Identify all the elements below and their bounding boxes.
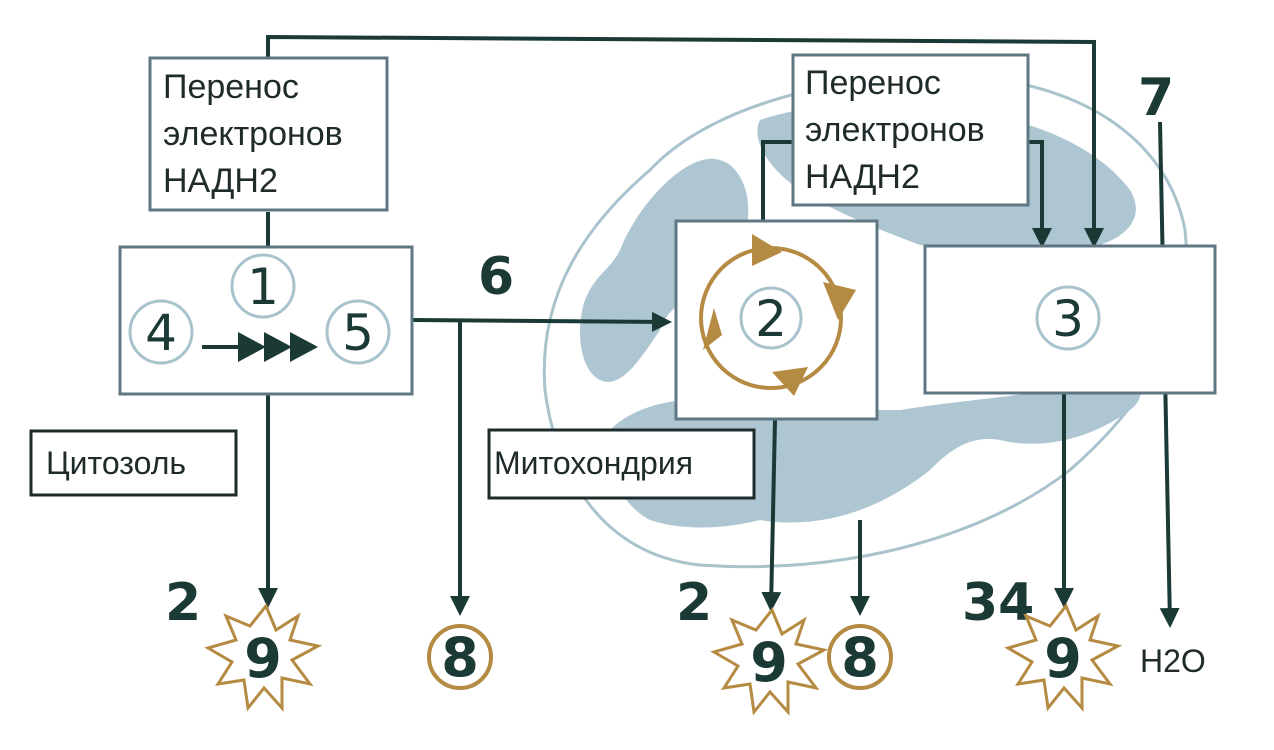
stage-3-label: 3 [1052,290,1084,348]
atp-star-1: 9 [204,603,323,712]
transfer-right-line1: Перенос [805,64,941,102]
co2-symbol-1: 8 [441,626,479,689]
co2-circle-2: 8 [827,624,893,690]
stage-1-circle [230,253,296,319]
mitochondria-label-box: Митохондрия [487,428,756,500]
pyruvate-to-krebs-arrow [412,311,672,332]
stage-4-label: 4 [145,304,177,362]
mitochondrion-cristae-mid [820,420,900,480]
transfer-box-right: Перенос электронов НАДН2 [791,53,1030,207]
krebs-atp-arrow [761,419,782,612]
krebs-atp-count: 2 [676,573,712,633]
transfer-left-to-chain-line [266,34,1104,248]
stage-1-label: 1 [247,258,279,316]
cytosol-label: Цитозоль [46,445,186,481]
stage-6-label: 6 [478,247,514,307]
atp-symbol-3: 9 [1044,627,1082,690]
krebs-to-transfer-right-line [761,140,793,220]
stage-5-circle [325,299,391,365]
atp-star-3: 9 [1004,603,1123,712]
atp-star-2: 9 [710,607,829,716]
h2o-label: H2O [1140,643,1206,679]
mitochondrion-cristae-left [580,158,749,382]
glycolysis-atp-count: 2 [165,573,201,633]
atp-symbol-1: 9 [244,627,282,690]
co2-symbol-2: 8 [841,626,879,689]
krebs-cycle-box: 2 [674,219,879,421]
co2-circle-1: 8 [427,624,493,690]
transfer-left-line3: НАДН2 [163,162,278,200]
glycolysis-steps-arrows [202,332,318,362]
stage-4-circle [128,299,194,365]
stage-2-label: 2 [755,290,787,348]
mitochondria-label: Митохондрия [494,445,693,481]
stage-3-circle [1035,285,1101,351]
transfer-box-left: Перенос электронов НАДН2 [148,56,389,212]
electron-chain-box: 3 [923,244,1217,395]
transfer-left-line2: электронов [163,115,343,153]
transfer-right-line2: электронов [805,111,985,149]
stage-5-label: 5 [342,304,374,362]
cytosol-label-box: Цитозоль [29,429,238,497]
stage-7-label: 7 [1138,68,1174,128]
transfer-right-to-chain-line [1028,140,1052,248]
transfer-right-line3: НАДН2 [805,158,920,196]
atp-symbol-2: 9 [750,631,788,694]
transfer-left-line1: Перенос [163,68,299,106]
krebs-cycle-arrowheads [703,234,856,396]
glycolysis-box: 1 4 5 [118,245,414,396]
chain-atp-count: 34 [962,573,1034,633]
stage-2-circle [739,286,803,350]
